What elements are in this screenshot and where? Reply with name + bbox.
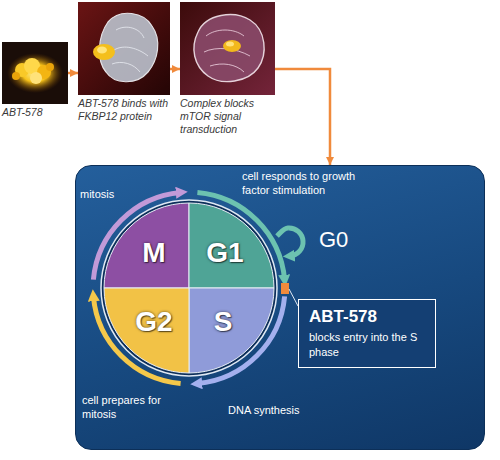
cell-cycle-panel: mitosis cell responds to growth factor st… <box>75 165 485 450</box>
phase-label: G0 <box>319 229 348 251</box>
process-arrow <box>68 72 78 75</box>
block-marker <box>281 283 289 294</box>
molecule-node: ABT-578 <box>2 42 68 119</box>
image-caption: ABT-578 binds with FKBP12 protein <box>78 97 170 123</box>
complex-node: Complex blocks mTOR signal transduction <box>180 2 275 135</box>
phase-sector-fill <box>189 203 274 288</box>
phase-letter: G1 <box>206 239 243 267</box>
phase-annotation: cell prepares for mitosis <box>82 394 164 422</box>
g1-phase: G1 <box>189 203 274 288</box>
phase-letter: S <box>214 308 233 336</box>
phase-letter: G2 <box>135 308 172 336</box>
molecule-image <box>2 42 68 104</box>
s-phase: S <box>189 288 274 373</box>
phase-letter: M <box>142 239 165 267</box>
callout-body: blocks entry into the S phase <box>309 330 425 359</box>
phase-annotation: cell responds to growth factor stimulati… <box>242 170 382 198</box>
phase-sector-fill <box>104 203 189 288</box>
phase-sector-fill <box>189 288 274 373</box>
phase-sector-fill <box>104 288 189 373</box>
block-leader <box>289 289 298 306</box>
binding-node: ABT-578 binds with FKBP12 protein <box>78 2 170 123</box>
phase-annotation: mitosis <box>80 188 142 202</box>
g2-phase: G2 <box>104 288 189 373</box>
binding-image <box>78 2 170 95</box>
cycle-rim <box>101 200 277 376</box>
image-caption: ABT-578 <box>2 106 68 119</box>
process-arrow <box>170 68 180 71</box>
g0-loop-arrow <box>288 228 303 256</box>
callout-heading: ABT-578 <box>309 307 425 327</box>
g0-exit <box>277 228 288 236</box>
mitosis-phase: M <box>104 203 189 288</box>
process-arrow <box>275 69 330 165</box>
complex-image <box>180 2 275 95</box>
phase-annotation: DNA synthesis <box>228 404 328 418</box>
image-caption: Complex blocks mTOR signal transduction <box>180 97 275 135</box>
drug-callout-box: ABT-578 blocks entry into the S phase <box>298 299 436 368</box>
